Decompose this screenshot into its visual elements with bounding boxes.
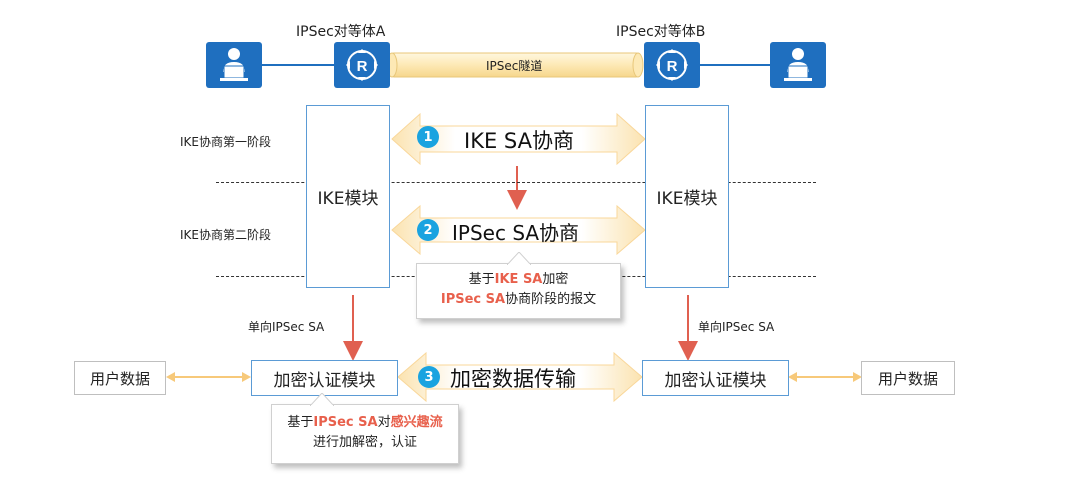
callout-pointer [507, 252, 531, 265]
step-1-badge: 1 [417, 126, 439, 148]
enc-module-right-label: 加密认证模块 [664, 370, 767, 391]
svg-text:R: R [667, 58, 678, 75]
ike-sa-callout: 基于IKE SA加密 IPSec SA协商阶段的报文 [416, 252, 621, 319]
ike-module-right-label: IKE模块 [656, 189, 718, 209]
callout-pointer [310, 393, 334, 406]
phase-divider-1 [216, 182, 816, 183]
ike-module-left-label: IKE模块 [317, 189, 379, 209]
user-pc-b-icon [770, 42, 826, 88]
user-data-right: 用户数据 [861, 361, 955, 395]
ipsec-sa-callout: 基于IPSec SA对感兴趣流 进行加解密，认证 [271, 393, 459, 464]
enc-module-left: 加密认证模块 [251, 360, 398, 396]
callout-bottom-text-1: 基于 [287, 415, 314, 430]
callout-bottom-interest-flow: 感兴趣流 [390, 415, 443, 430]
tunnel-label: IPSec隧道 [486, 59, 543, 73]
ike-sa-negotiation-label: IKE SA协商 [464, 129, 574, 153]
left-sa-label: 单向IPSec SA [248, 320, 325, 334]
ipsec-sa-negotiation-label: IPSec SA协商 [452, 221, 580, 245]
callout-top-text-2: 加密 [542, 272, 569, 287]
enc-module-right: 加密认证模块 [642, 360, 789, 396]
phase2-label: IKE协商第二阶段 [180, 228, 271, 242]
callout-top-text-1: 基于 [468, 272, 495, 287]
peer-b-label: IPSec对等体B [616, 24, 706, 40]
svg-text:R: R [357, 58, 368, 75]
user-pc-a-icon [206, 42, 262, 88]
router-b-icon: R [644, 42, 700, 88]
callout-top-ike-sa: IKE SA [494, 272, 543, 287]
left-user-data-link [166, 372, 251, 382]
callout-bottom-text-3: 进行加解密，认证 [312, 435, 417, 450]
router-a-icon: R [334, 42, 390, 88]
ike-module-left: IKE模块 [306, 105, 390, 288]
user-data-left-label: 用户数据 [89, 369, 150, 388]
step-2-badge: 2 [417, 219, 439, 241]
callout-top-ipsec-sa: IPSec SA [440, 292, 506, 307]
step-3-badge: 3 [418, 366, 440, 388]
encrypted-transfer-label: 加密数据传输 [450, 367, 576, 391]
phase1-label: IKE协商第一阶段 [180, 135, 271, 149]
user-data-left: 用户数据 [74, 361, 166, 395]
ike-module-right: IKE模块 [645, 105, 729, 288]
callout-bottom-ipsec-sa: IPSec SA [313, 415, 378, 430]
right-sa-label: 单向IPSec SA [698, 320, 775, 334]
right-user-data-link [788, 372, 862, 382]
user-data-right-label: 用户数据 [877, 369, 938, 388]
callout-top-text-3: 协商阶段的报文 [505, 292, 597, 307]
enc-module-left-label: 加密认证模块 [273, 370, 376, 391]
callout-bottom-text-2: 对 [377, 415, 391, 430]
peer-a-label: IPSec对等体A [296, 24, 386, 40]
